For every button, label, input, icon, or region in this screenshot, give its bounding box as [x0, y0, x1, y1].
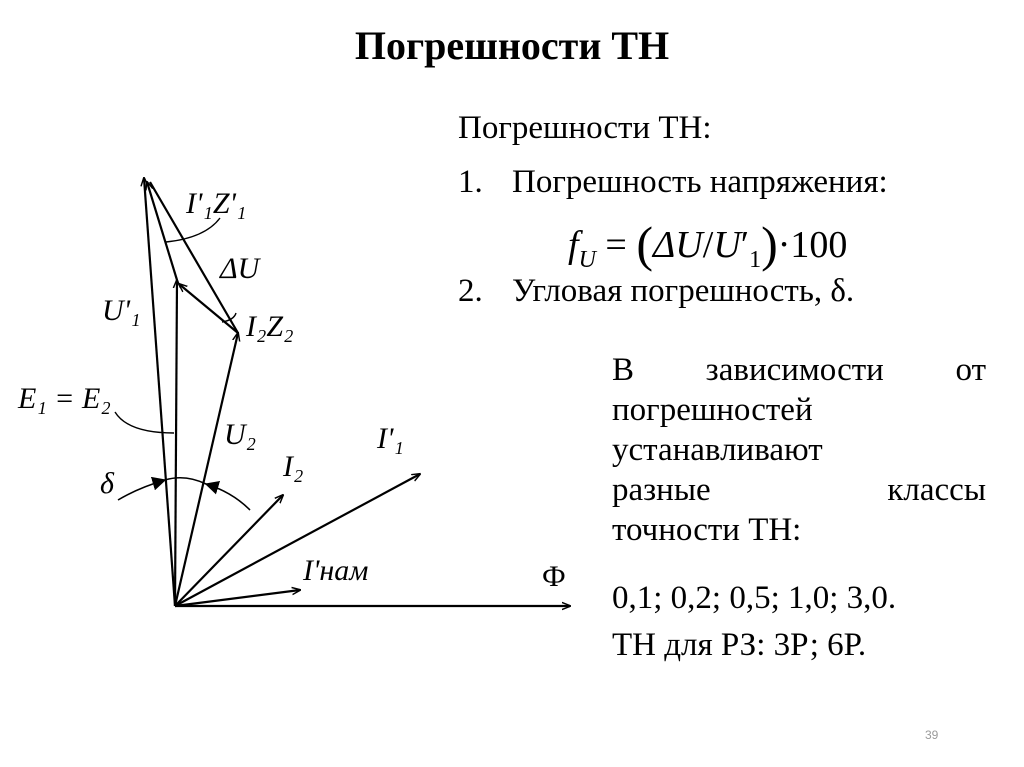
paragraph-line: точности ТН: — [612, 512, 802, 548]
leader-e1e2 — [114, 411, 175, 434]
leader-i2z2 — [221, 312, 237, 323]
formula-open-paren: ( — [636, 216, 653, 272]
relay-protection-classes: ТН для РЗ: 3Р; 6Р. — [612, 627, 867, 663]
formula-slash: / — [702, 224, 714, 266]
accuracy-paragraph: В зависимости от погрешностей устанавлив… — [612, 350, 986, 550]
list-item-voltage-error: 1. Погрешность напряжения: — [458, 164, 888, 201]
i1z1-vector — [147, 182, 179, 281]
paragraph-line: устанавливают — [612, 432, 823, 468]
label-i2: I₂ — [282, 450, 303, 483]
list-item-angle-error: 2. Угловая погрешность, δ. — [458, 273, 854, 310]
label-i2z2: I₂Z₂ — [245, 310, 294, 343]
delta-u-vector — [149, 181, 239, 334]
label-phi: Ф — [542, 560, 566, 593]
paragraph-line: В зависимости от — [612, 352, 986, 388]
formula-lhs-sub: U — [578, 247, 596, 273]
label-i1z1: I'₁Z'₁ — [185, 187, 246, 220]
label-u2: U₂ — [224, 418, 256, 451]
list-number: 1. — [458, 164, 483, 200]
phasor-diagram: I'₁Z'₁ ΔU U'₁ I₂Z₂ E₁ = E₂ U₂ I'₁ I₂ δ I… — [17, 150, 600, 640]
u1-vector — [144, 178, 177, 607]
label-u1: U'₁ — [102, 294, 141, 327]
page-number: 39 — [925, 728, 939, 742]
i2-vector — [174, 495, 283, 607]
u2-vector — [173, 333, 238, 607]
delta-arc-mid — [164, 476, 207, 485]
voltage-error-formula: fU = (ΔU/U′1)·100 — [568, 215, 847, 274]
formula-numerator: ΔU — [653, 224, 703, 266]
formula-eq: = — [605, 224, 627, 266]
i2z2-vector — [179, 284, 239, 334]
slide-title: Погрешности ТН — [354, 23, 670, 68]
formula-den-prime: ′ — [740, 224, 750, 266]
e1-e2-vector — [175, 280, 177, 607]
label-i1: I'₁ — [376, 422, 404, 455]
list-text: Угловая погрешность, δ. — [512, 273, 855, 309]
list-text: Погрешность напряжения: — [512, 164, 888, 200]
label-delta-u: ΔU — [219, 252, 262, 285]
label-delta: δ — [100, 467, 115, 500]
label-e1-e2: E₁ = E₂ — [17, 382, 111, 415]
formula-den-sub: 1 — [749, 247, 762, 273]
leader-i1z1 — [165, 217, 221, 243]
i-nam-vector — [174, 590, 300, 608]
formula-lhs: f — [568, 224, 579, 266]
accuracy-classes: 0,1; 0,2; 0,5; 1,0; 3,0. — [612, 580, 897, 616]
paragraph-line: разные классы — [612, 472, 986, 508]
formula-close-paren: ) — [761, 216, 778, 272]
delta-arc-left — [117, 476, 167, 501]
i1-vector — [174, 474, 420, 607]
list-number: 2. — [458, 273, 483, 309]
formula-denominator: U — [713, 224, 741, 266]
subtitle: Погрешности ТН: — [458, 110, 712, 146]
label-i-nam: I'нам — [302, 554, 368, 587]
delta-arc-right — [204, 481, 251, 511]
formula-mult: ·100 — [777, 224, 848, 266]
paragraph-line: погрешностей — [612, 392, 813, 428]
